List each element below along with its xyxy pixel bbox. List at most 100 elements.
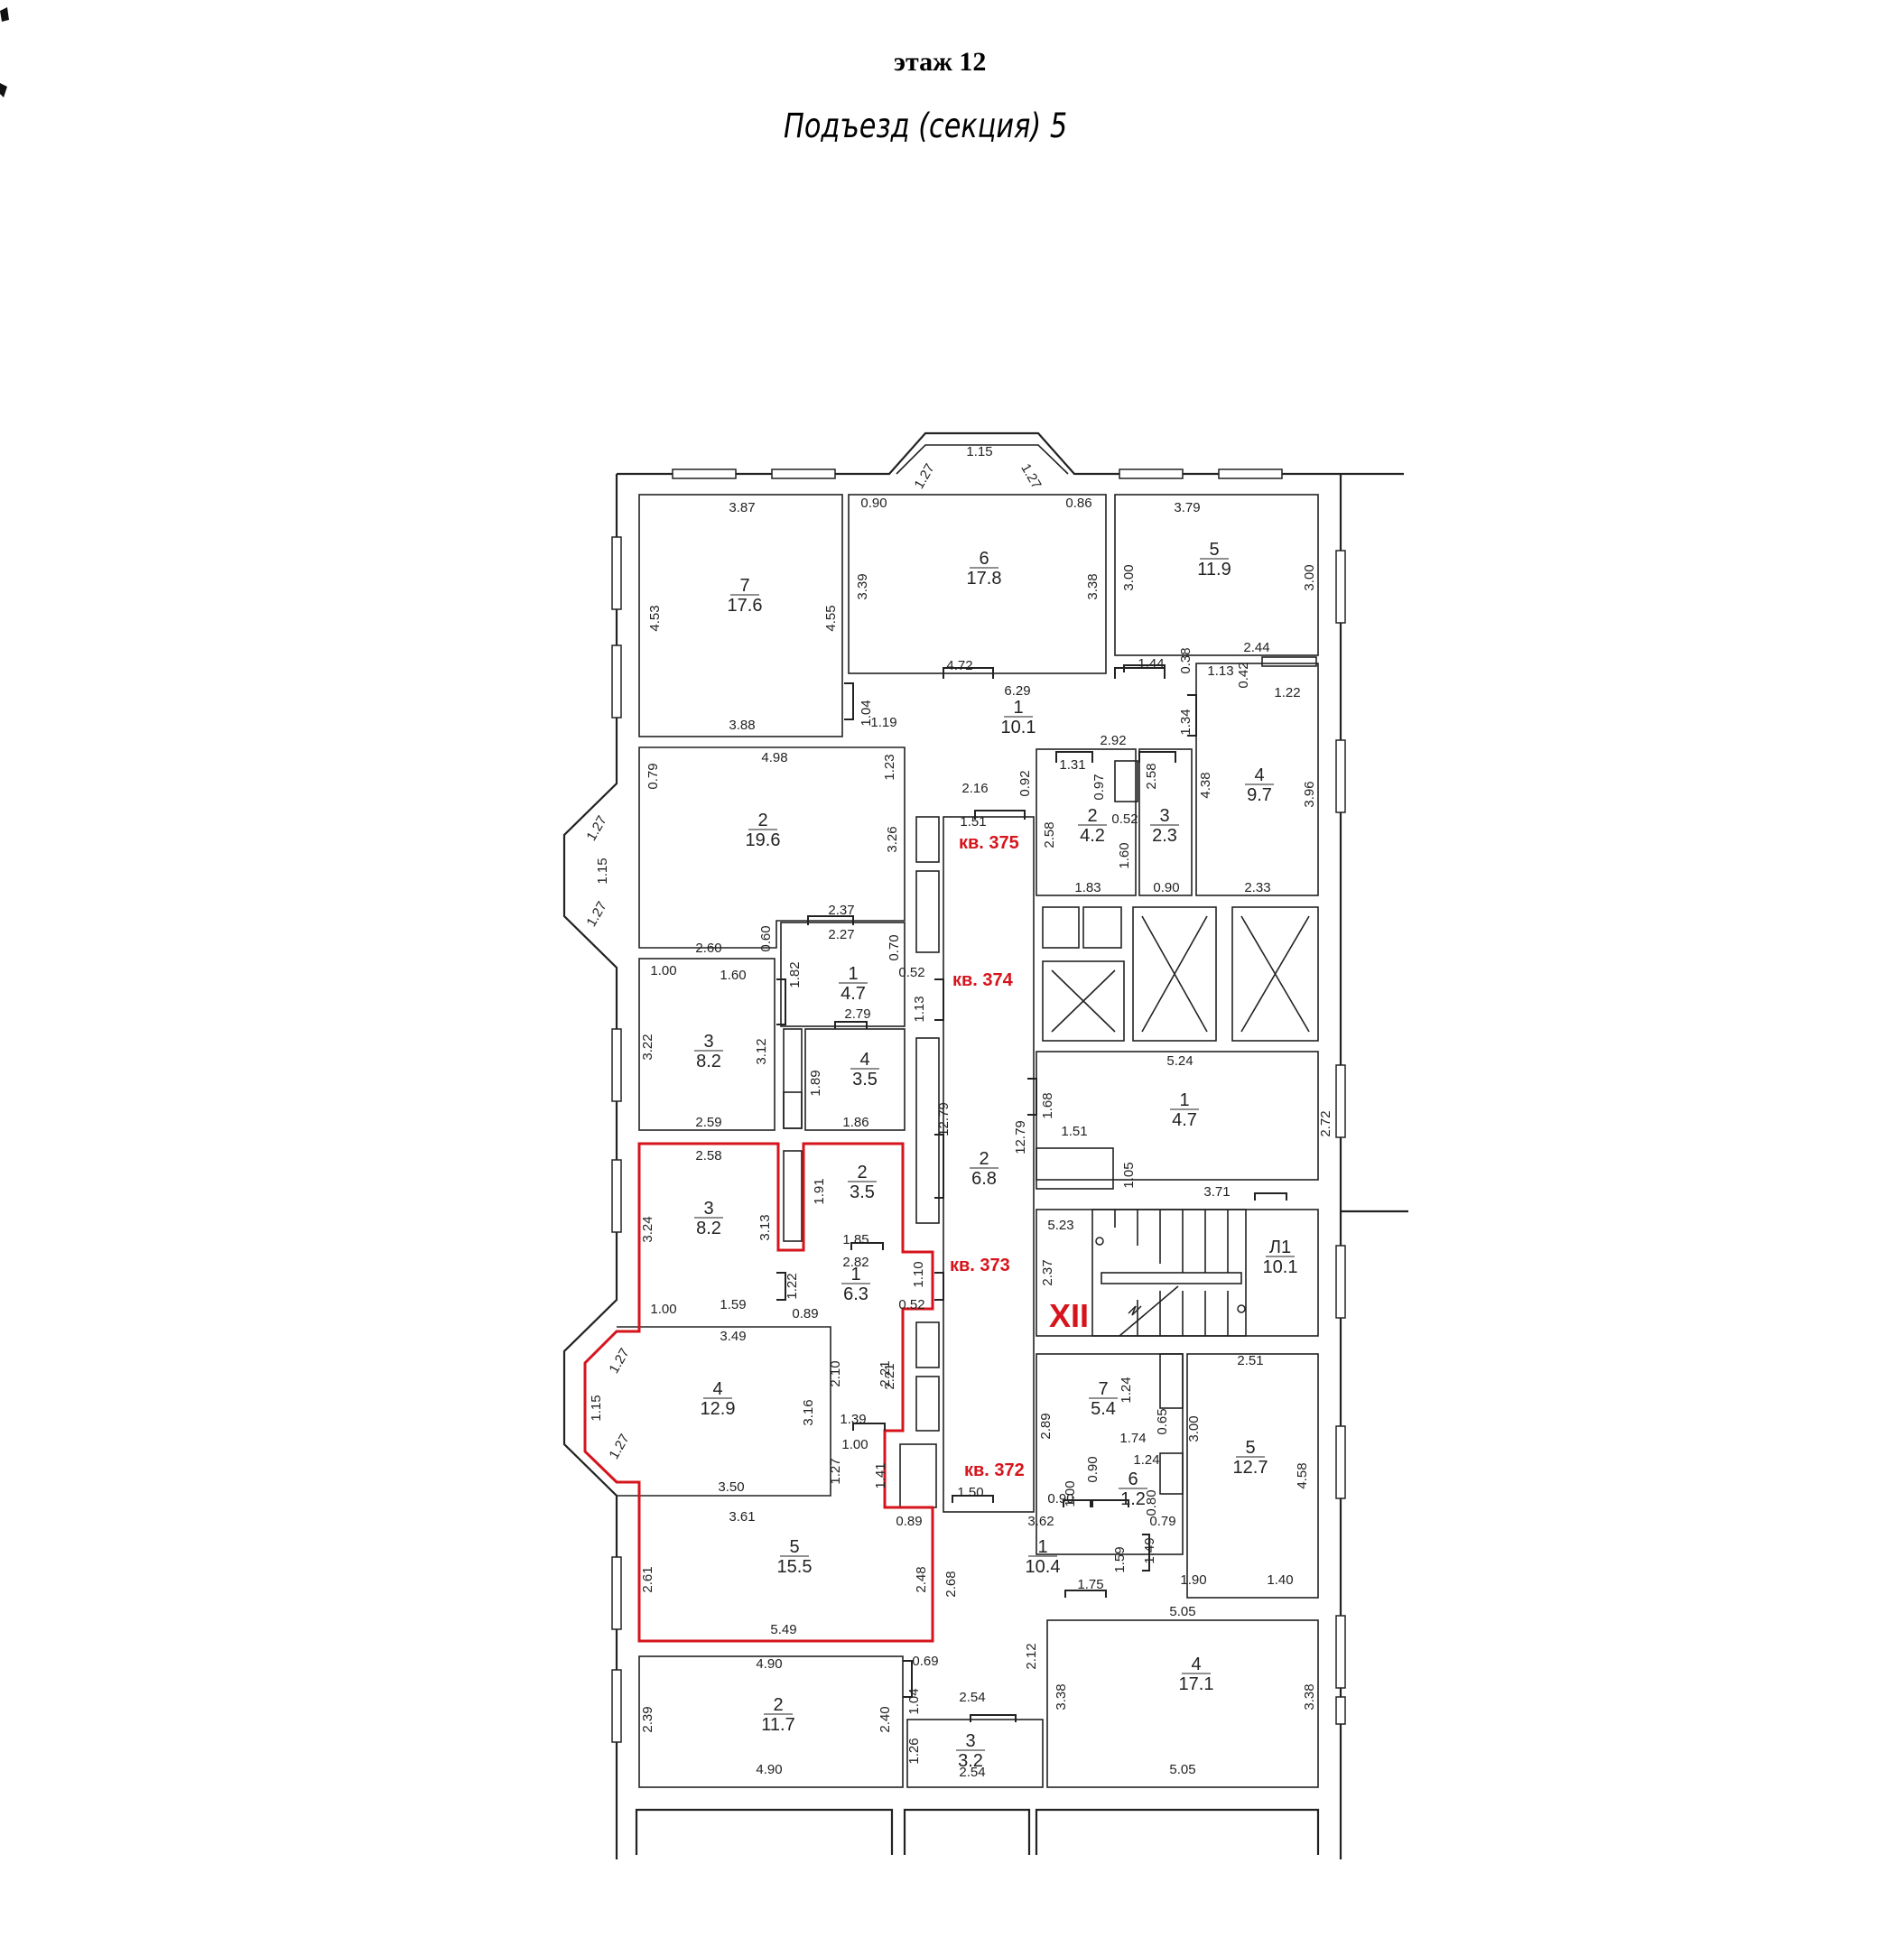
- dimension-label: 2.21: [878, 1360, 893, 1386]
- dimension-label: 0.92: [1017, 770, 1033, 796]
- dimension-label: 0.42: [1236, 662, 1251, 688]
- window: [1335, 1696, 1346, 1725]
- room-area: 11.7: [761, 1715, 794, 1735]
- dimension-label: 2.37: [1040, 1259, 1055, 1285]
- window: [1335, 1615, 1346, 1689]
- room-number: 1: [848, 964, 858, 984]
- room-walls: [617, 494, 1319, 1788]
- dimension-label: 1.22: [785, 1273, 800, 1299]
- dimension-label: 1.83: [1074, 880, 1101, 895]
- room-number: 2: [979, 1149, 989, 1169]
- window: [672, 468, 737, 479]
- dimension-label: 1.00: [650, 1302, 676, 1317]
- window: [611, 1028, 622, 1102]
- dimension-label: 3.61: [729, 1509, 755, 1525]
- room-number: 2: [773, 1695, 783, 1715]
- dimension-label: 1.13: [912, 996, 927, 1022]
- dimension-label: 3.79: [1174, 500, 1200, 515]
- room-number: 2: [857, 1163, 867, 1182]
- dimension-label: 1.59: [1112, 1546, 1128, 1572]
- dimension-label: 2.48: [914, 1566, 929, 1592]
- dimension-label: 2.59: [695, 1115, 721, 1130]
- dimension-label: 1.40: [1267, 1572, 1293, 1588]
- room-area: 10.4: [1026, 1557, 1061, 1577]
- room-number: Л1: [1269, 1238, 1291, 1257]
- room-area: 8.2: [696, 1052, 721, 1071]
- dimension-label: 0.38: [1178, 647, 1193, 673]
- dimension-label: 2.21: [882, 1363, 897, 1389]
- room-number: 3: [703, 1199, 713, 1219]
- dimension-label: 0.90: [1047, 1491, 1073, 1507]
- dimension-label: 5.49: [770, 1622, 796, 1637]
- dimension-label: 1.22: [1274, 685, 1300, 700]
- dimension-label: 4.58: [1295, 1462, 1310, 1488]
- dimension-label: 1.50: [957, 1485, 983, 1500]
- window: [1335, 1064, 1346, 1138]
- room-number: 1: [1013, 698, 1023, 718]
- dimension-label: 0.90: [1153, 880, 1179, 895]
- dimension-label: 1.27: [911, 461, 937, 492]
- dimension-label: 4.55: [823, 605, 839, 631]
- dimension-label: 2.37: [828, 903, 854, 918]
- staircase: [1091, 1209, 1247, 1337]
- dimension-label: 0.89: [792, 1306, 818, 1321]
- floor-number-mark: XII: [1049, 1297, 1089, 1334]
- dimension-label: 1.82: [787, 961, 803, 987]
- dimension-label: 1.27: [828, 1458, 843, 1484]
- room-area: 12.9: [701, 1399, 736, 1419]
- dimension-label: 2.54: [959, 1690, 985, 1705]
- dimension-label: 2.51: [1237, 1353, 1263, 1368]
- room-area: 17.6: [728, 596, 763, 616]
- dimension-label: 0.89: [896, 1514, 922, 1529]
- dimension-label: 0.97: [1091, 774, 1107, 800]
- dimension-label: 1.74: [1119, 1431, 1146, 1446]
- dimension-label: 1.44: [1138, 656, 1164, 672]
- dimension-label: 2.54: [959, 1765, 985, 1780]
- room-number: 6: [979, 549, 989, 569]
- dimension-label: 1.00: [650, 963, 676, 978]
- dimension-label: 1.04: [906, 1688, 922, 1714]
- window: [611, 644, 622, 719]
- dimension-label: 2.10: [828, 1360, 843, 1386]
- apartment-label-372: кв. 372: [964, 1460, 1025, 1480]
- dimension-label: 3.13: [757, 1214, 773, 1240]
- dimension-label: 3.26: [885, 826, 900, 852]
- dimension-label: 4.72: [946, 658, 972, 673]
- room-area: 4.2: [1080, 826, 1105, 846]
- dimension-label: 5.24: [1166, 1053, 1193, 1069]
- dimension-label: 3.88: [729, 718, 755, 733]
- room-area: 3.2: [958, 1751, 983, 1771]
- dimension-label: 0.52: [898, 965, 924, 980]
- room-area: 5.4: [1091, 1399, 1116, 1419]
- dimension-label: 0.52: [1111, 811, 1138, 827]
- dimension-label: 2.16: [961, 781, 988, 796]
- window: [611, 1159, 622, 1233]
- dimension-label: 1.59: [720, 1297, 746, 1312]
- dimension-label: 2.27: [828, 927, 854, 942]
- dimension-label: 1.24: [1133, 1452, 1159, 1468]
- room-area: 10.1: [1001, 718, 1036, 737]
- dimension-label: 5.23: [1047, 1218, 1073, 1233]
- room-number: 5: [1209, 540, 1219, 560]
- dimension-label: 1.27: [606, 1346, 632, 1377]
- dimension-label: 3.39: [855, 573, 870, 599]
- dimension-label: 0.79: [646, 763, 661, 789]
- dimension-label: 5.05: [1169, 1762, 1195, 1777]
- dimension-label: 1.75: [1077, 1577, 1103, 1592]
- dimension-label: 2.12: [1024, 1643, 1039, 1669]
- dimension-label: 1.51: [960, 814, 986, 830]
- dimension-label: 1.15: [966, 444, 992, 459]
- room-number: 7: [739, 576, 749, 596]
- dimension-label: 3.38: [1302, 1683, 1317, 1710]
- room-number: 4: [1191, 1655, 1201, 1674]
- dimension-label: 1.13: [1207, 663, 1233, 679]
- room-number: 4: [1254, 765, 1264, 785]
- room-number: 1: [1179, 1090, 1189, 1110]
- window: [611, 536, 622, 610]
- dimension-label: 2.40: [878, 1706, 893, 1732]
- section-title: Подъезд (секция) 5: [784, 107, 1068, 145]
- dimension-label: 2.44: [1243, 640, 1269, 655]
- dimension-label: 3.62: [1027, 1514, 1054, 1529]
- dimension-label: 1.68: [1040, 1092, 1055, 1118]
